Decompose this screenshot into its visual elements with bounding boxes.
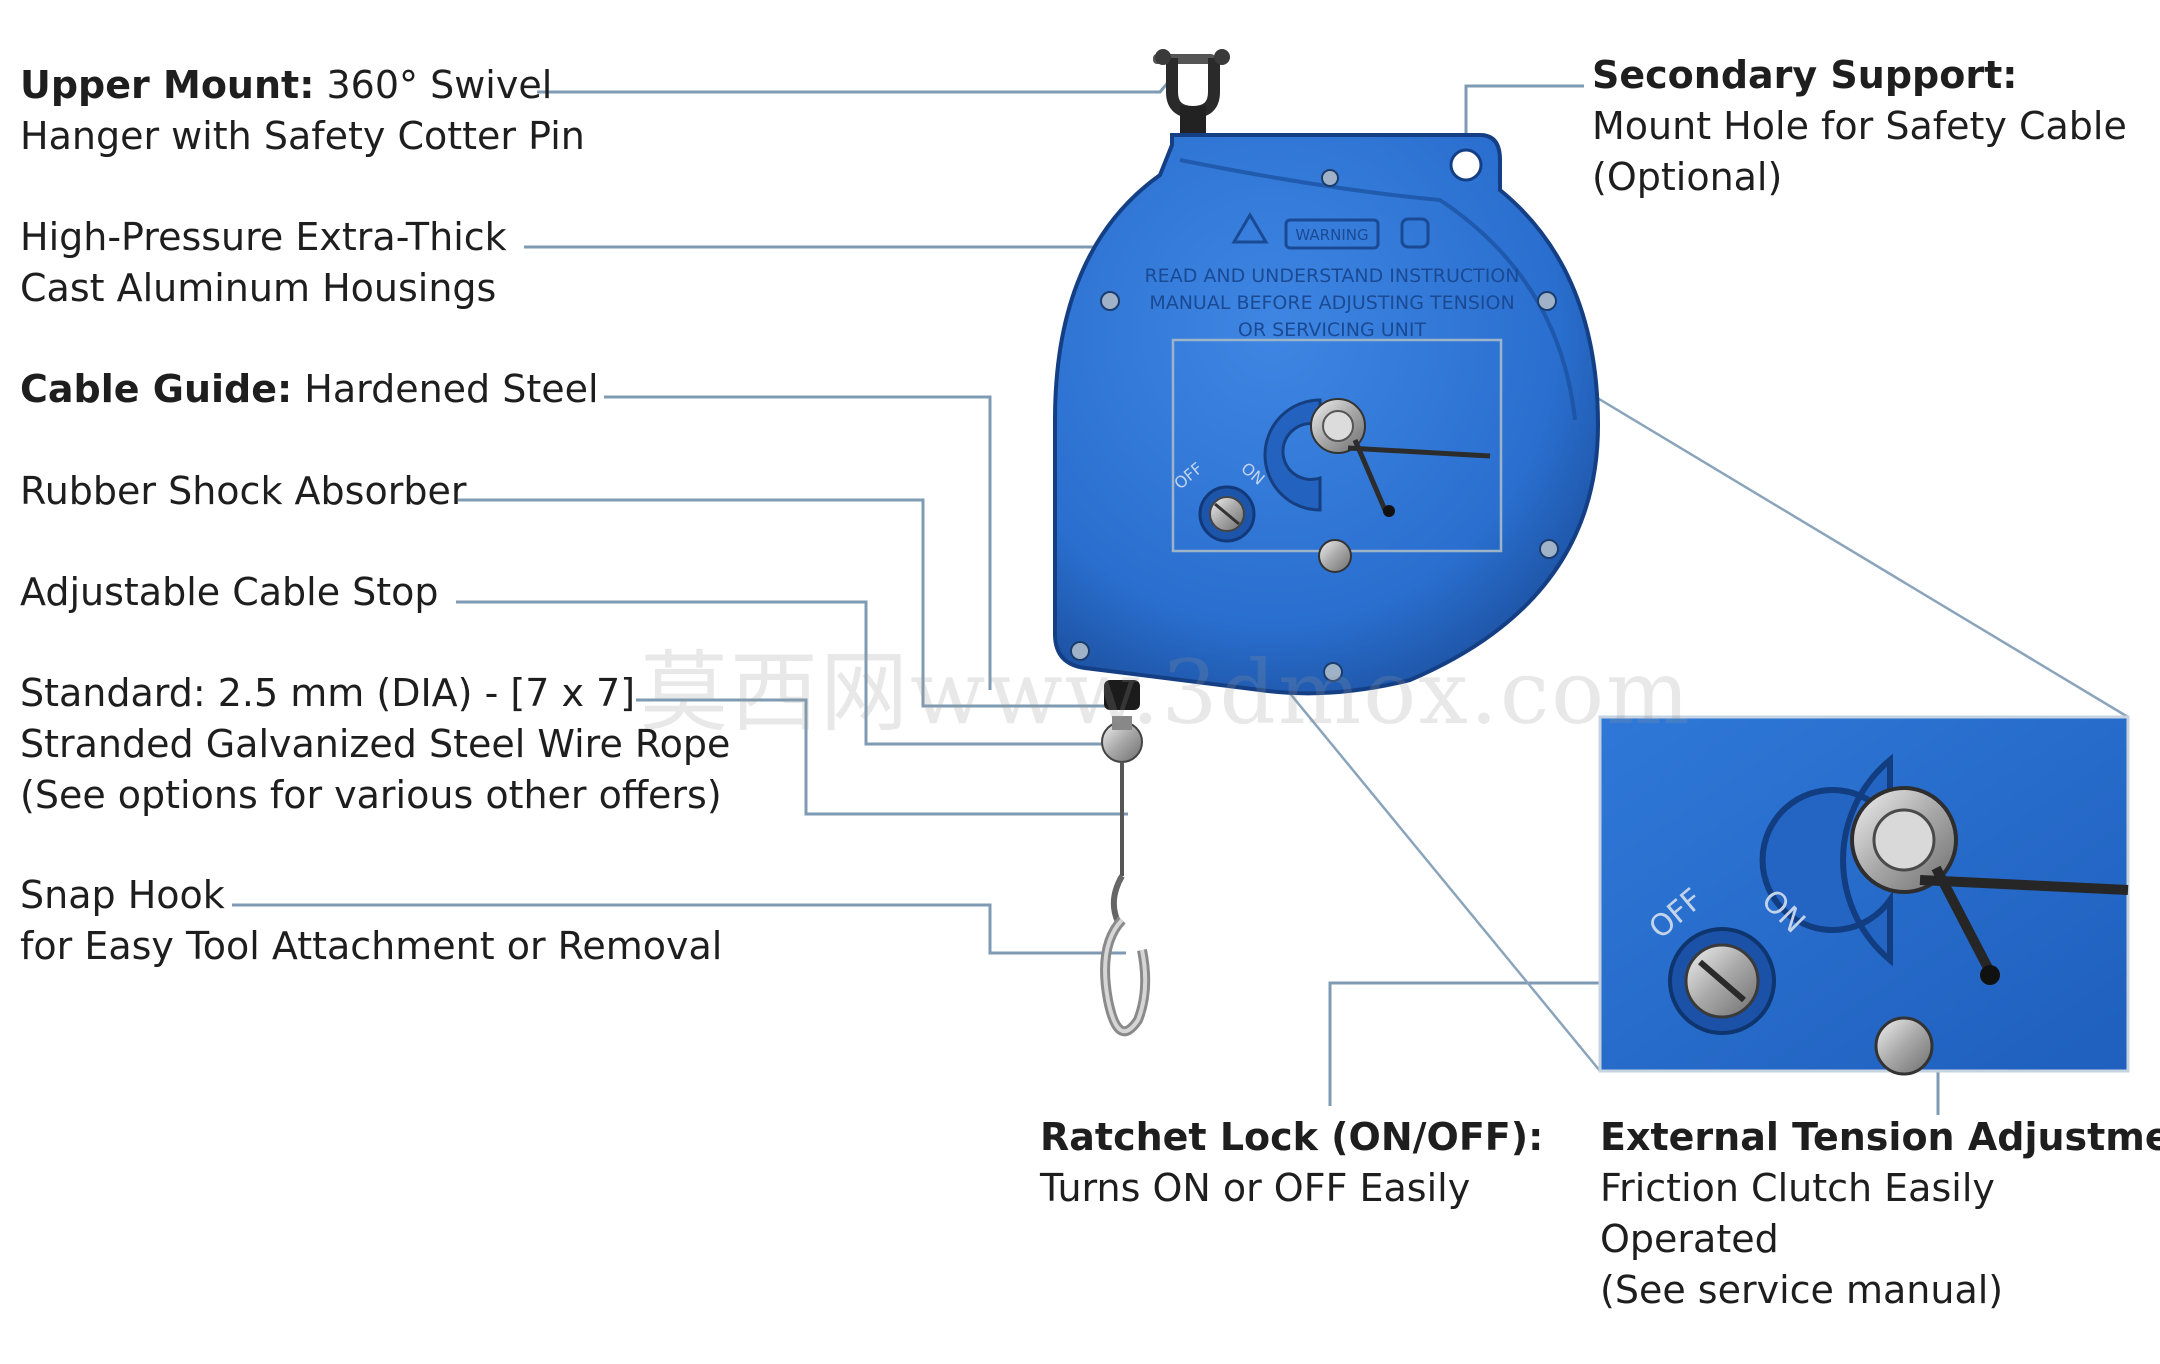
housing-screw-1 xyxy=(1321,169,1339,187)
callout-secondary-support: Secondary Support: Mount Hole for Safety… xyxy=(1592,50,2127,203)
secondary-support-line-2: (Optional) xyxy=(1592,155,1783,199)
wire-rope-line-3: (See options for various other offers) xyxy=(20,773,722,817)
rope-thimble xyxy=(1110,874,1125,924)
upper-mount-text-1: 360° Swivel xyxy=(314,63,553,107)
housing-screw-6 xyxy=(1323,662,1343,682)
shackle-bolt-right xyxy=(1214,49,1230,65)
tension-adjust-bolt-core xyxy=(1322,410,1354,442)
cable-stop-text: Adjustable Cable Stop xyxy=(20,570,439,614)
ratchet-lock-title: Ratchet Lock (ON/OFF): xyxy=(1040,1115,1544,1159)
leader-secondary-support xyxy=(1464,84,1584,142)
leader-ratchet-lock xyxy=(1328,981,1700,1106)
zoom-rivet xyxy=(1874,1016,1934,1076)
upper-mount-title: Upper Mount: xyxy=(20,63,315,107)
shock-absorber-text: Rubber Shock Absorber xyxy=(20,469,467,513)
callout-shock-absorber: Rubber Shock Absorber xyxy=(20,466,466,517)
tension-adjustment-line-1: Friction Clutch Easily xyxy=(1600,1166,1995,1210)
callout-wire-rope: Standard: 2.5 mm (DIA) - [7 x 7] Strande… xyxy=(20,668,730,821)
leader-lines xyxy=(232,79,1940,1115)
zoom-connector-top xyxy=(1500,338,2129,719)
tension-adjustment-line-3: (See service manual) xyxy=(1600,1268,2004,1312)
callout-ratchet-lock: Ratchet Lock (ON/OFF): Turns ON or OFF E… xyxy=(1040,1112,1543,1214)
tension-key-hole xyxy=(1383,505,1395,517)
tension-key-arm-2 xyxy=(1352,439,1388,511)
callout-cable-guide: Cable Guide: Hardened Steel xyxy=(20,364,599,415)
warning-text-line-3: OR SERVICING UNIT xyxy=(1238,319,1427,341)
warning-badge-frame xyxy=(1284,218,1380,250)
secondary-support-title: Secondary Support: xyxy=(1592,53,2018,97)
warning-triangle-icon xyxy=(1231,212,1269,244)
secondary-support-line-1: Mount Hole for Safety Cable xyxy=(1592,104,2127,148)
cable-guide-text: Hardened Steel xyxy=(292,367,599,411)
tension-key-arm xyxy=(1347,445,1491,459)
callout-cable-stop: Adjustable Cable Stop xyxy=(20,567,439,618)
callout-tension-adjustment: External Tension Adjustment: Friction Cl… xyxy=(1600,1112,2160,1316)
callout-housing: High-Pressure Extra-Thick Cast Aluminum … xyxy=(20,212,507,314)
housing-screw-4 xyxy=(1539,539,1559,559)
watermark: 莫西网www.3dmox.com xyxy=(640,641,1692,744)
secondary-support-hole xyxy=(1449,148,1483,182)
tension-adjustment-title: External Tension Adjustment: xyxy=(1600,1115,2160,1159)
zoom-tension-key-arm xyxy=(1919,875,2129,895)
leader-shock-absorber xyxy=(458,498,1110,708)
housing-screw-5 xyxy=(1070,641,1090,661)
tension-guard xyxy=(1263,398,1322,512)
housing: WARNING READ AND UNDERSTAND INSTRUCTION … xyxy=(1053,133,1601,696)
leader-cable-guide xyxy=(604,395,992,690)
housing-line-2: Cast Aluminum Housings xyxy=(20,266,497,310)
zoom-tension-key-arm-2 xyxy=(1931,865,1993,971)
leader-upper-mount xyxy=(537,79,1172,94)
swivel-stem xyxy=(1180,106,1206,136)
wire-rope-line-1: Standard: 2.5 mm (DIA) - [7 x 7] xyxy=(20,671,636,715)
cable-guide xyxy=(1104,680,1140,710)
housing-seam xyxy=(1179,158,1577,421)
shackle xyxy=(1166,58,1220,119)
callout-snap-hook: Snap Hook for Easy Tool Attachment or Re… xyxy=(20,870,722,972)
ratchet-lock-line-1: Turns ON or OFF Easily xyxy=(1040,1166,1471,1210)
zoom-tension-guard xyxy=(1759,753,1893,967)
callout-upper-mount: Upper Mount: 360° Swivel Hanger with Saf… xyxy=(20,60,585,162)
housing-screw-3 xyxy=(1537,291,1557,311)
housing-screw-2 xyxy=(1100,291,1120,311)
rivet xyxy=(1318,539,1352,573)
warning-badge-text: WARNING xyxy=(1295,226,1368,244)
swivel-hanger xyxy=(1153,49,1230,136)
warning-text-line-2: MANUAL BEFORE ADJUSTING TENSION xyxy=(1149,292,1514,314)
snap-hook-line-2: for Easy Tool Attachment or Removal xyxy=(20,924,723,968)
upper-mount-text-2: Hanger with Safety Cotter Pin xyxy=(20,114,585,158)
snap-hook-line-1: Snap Hook xyxy=(20,873,225,917)
zoom-detail: OFF ON xyxy=(1598,715,2130,1076)
tension-adjustment-line-2: Operated xyxy=(1600,1217,1779,1261)
leader-wire-rope xyxy=(636,698,1128,816)
housing-line-1: High-Pressure Extra-Thick xyxy=(20,215,507,259)
shackle-bolt-left xyxy=(1155,49,1171,65)
manual-icon xyxy=(1400,217,1430,249)
cable-stop xyxy=(1112,716,1132,730)
snap-hook-highlight xyxy=(1103,918,1148,1034)
zoom-tension-key-hole xyxy=(1980,965,2000,985)
leader-snap-hook xyxy=(232,903,1126,955)
warning-text-line-1: READ AND UNDERSTAND INSTRUCTION xyxy=(1144,265,1519,287)
cable-assembly xyxy=(1100,680,1151,1037)
zoom-ratchet-slot xyxy=(1698,959,1746,1003)
ratchet-lock-slot xyxy=(1214,502,1240,526)
leader-cable-stop xyxy=(456,600,1112,746)
cable-guide-title: Cable Guide: xyxy=(20,367,293,411)
wire-rope-line-2: Stranded Galvanized Steel Wire Rope xyxy=(20,722,731,766)
zoom-tension-bolt-core xyxy=(1872,808,1936,872)
